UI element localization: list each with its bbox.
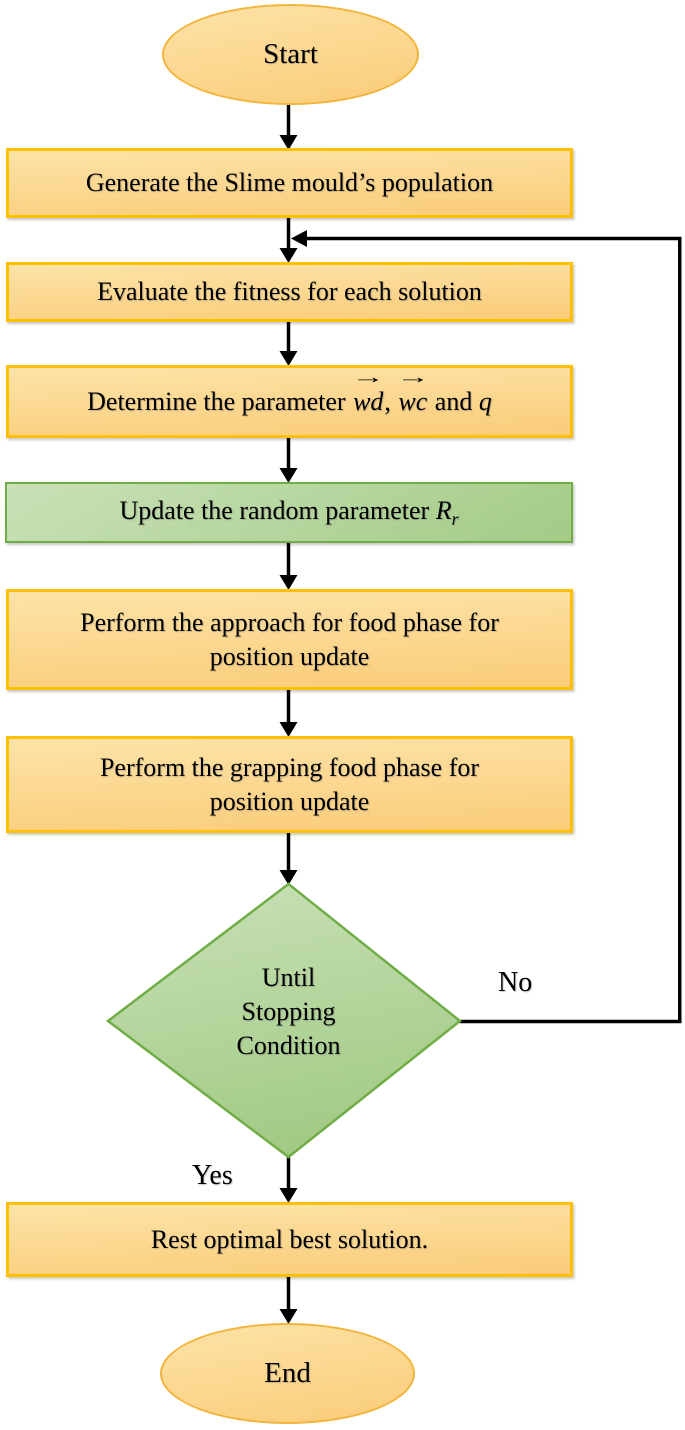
rr-symbol-base: R: [435, 495, 452, 525]
no-edge-label: No: [498, 967, 533, 998]
end-label: End: [264, 1356, 311, 1389]
determine-label-pre: Determine the parameter: [87, 386, 353, 416]
wc-symbol: wc: [398, 386, 428, 416]
start-label: Start: [263, 37, 318, 70]
process-grapping-food-phase: Perform the grapping food phase for posit…: [6, 736, 573, 833]
connector-no-loop: [306, 236, 682, 1024]
determine-label: Determine the parameter →wd, →wc and q: [87, 369, 492, 419]
decision-label-line2: Stopping: [241, 996, 336, 1026]
decision-diamond-shape: [105, 882, 463, 1159]
generate-label: Generate the Slime mould’s population: [85, 168, 494, 198]
wd-vector-arrow-icon: →: [351, 367, 386, 389]
arrowhead-to-determine: [279, 351, 298, 366]
q-symbol: q: [478, 386, 492, 416]
end-node: End: [160, 1323, 415, 1424]
process-evaluate-fitness: Evaluate the fitness for each solution: [6, 262, 573, 322]
rest-label: Rest optimal best solution.: [150, 1224, 429, 1254]
process-approach-food-phase: Perform the approach for food phase for p…: [6, 589, 573, 690]
determine-label-comma: ,: [384, 386, 398, 416]
grapping-label-line1: Perform the grapping food phase for: [99, 752, 480, 782]
yes-edge-label: Yes: [192, 1160, 233, 1191]
wd-vector: →wd: [351, 369, 385, 419]
rr-symbol: Rr: [435, 495, 459, 529]
decision-label-line3: Condition: [236, 1030, 341, 1060]
grapping-label-line2: position update: [209, 786, 370, 816]
process-determine-parameters: Determine the parameter →wd, →wc and q: [6, 365, 573, 438]
wc-vector: →wc: [396, 369, 430, 419]
arrowhead-to-evaluate: [279, 248, 298, 263]
arrowhead-to-rest: [279, 1188, 298, 1203]
approach-label-line2: position update: [209, 641, 370, 671]
rr-symbol-subscript: r: [451, 509, 459, 530]
start-node: Start: [162, 4, 419, 105]
arrowhead-to-update: [279, 468, 298, 483]
approach-label: Perform the approach for food phase for p…: [80, 606, 499, 674]
process-rest-optimal-solution: Rest optimal best solution.: [6, 1202, 573, 1277]
process-generate-population: Generate the Slime mould’s population: [6, 148, 573, 218]
grapping-label: Perform the grapping food phase for posit…: [100, 751, 479, 819]
approach-label-line1: Perform the approach for food phase for: [80, 607, 499, 637]
arrowhead-to-end: [279, 1309, 298, 1324]
determine-label-and: and: [428, 386, 479, 416]
update-label-pre: Update the random parameter: [119, 495, 436, 525]
arrowhead-to-approach: [279, 575, 298, 590]
arrowhead-to-generate: [279, 135, 298, 150]
wd-symbol: wd: [353, 386, 384, 416]
wc-vector-arrow-icon: →: [396, 367, 430, 389]
arrowhead-to-grapping: [279, 722, 298, 737]
evaluate-label: Evaluate the fitness for each solution: [97, 277, 482, 307]
process-update-random-parameter: Update the random parameter Rr: [5, 482, 573, 543]
arrowhead-to-decision: [279, 870, 298, 885]
decision-label-line1: Until: [261, 963, 316, 992]
arrowhead-no-loop: [291, 230, 307, 247]
update-label: Update the random parameter Rr: [120, 494, 459, 531]
